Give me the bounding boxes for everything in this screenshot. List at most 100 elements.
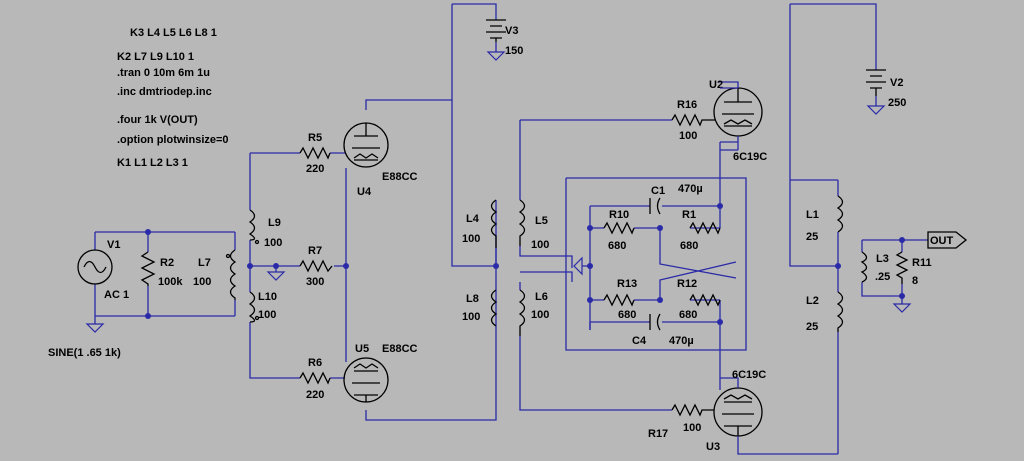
output-transformer: V2 250 L1 25 L2 25 OUT L3 .25 R11 8 bbox=[720, 3, 968, 454]
l6-value: 100 bbox=[531, 309, 549, 321]
v2-battery[interactable] bbox=[866, 69, 886, 96]
l2-value: 25 bbox=[806, 321, 818, 333]
l3-inductor[interactable] bbox=[860, 251, 868, 283]
v1-sine: SINE(1 .65 1k) bbox=[48, 347, 121, 359]
ground-icon bbox=[85, 323, 105, 333]
r7-label: R7 bbox=[308, 245, 322, 257]
r11-label: R11 bbox=[912, 257, 932, 269]
l9-inductor[interactable] bbox=[248, 209, 256, 241]
v2-value: 250 bbox=[888, 97, 906, 109]
c1-label: C1 bbox=[651, 185, 665, 197]
out-label: OUT bbox=[930, 235, 954, 247]
l3-label: L3 bbox=[876, 253, 889, 265]
l9-value: 100 bbox=[264, 237, 282, 249]
l8-inductor[interactable] bbox=[490, 289, 498, 327]
c1-capacitor[interactable] bbox=[649, 197, 661, 215]
r6-label: R6 bbox=[308, 357, 322, 369]
v2-label: V2 bbox=[890, 77, 903, 89]
l1-inductor[interactable] bbox=[836, 195, 844, 233]
r10-label: R10 bbox=[609, 209, 629, 221]
phase-splitter: L9 100 L10 100 R5 220 R7 300 R6 220 bbox=[247, 132, 349, 401]
u4-model: E88CC bbox=[382, 171, 418, 183]
spice-directives: K3 L4 L5 L6 L8 1 K2 L7 L9 L10 1 .tran 0 … bbox=[117, 27, 229, 169]
r7-resistor[interactable] bbox=[299, 259, 333, 273]
v3-label: V3 bbox=[505, 25, 518, 37]
directive-four[interactable]: .four 1k V(OUT) bbox=[117, 114, 198, 126]
u2-label: U2 bbox=[709, 79, 723, 91]
r1-value: 680 bbox=[680, 240, 698, 252]
l9-label: L9 bbox=[268, 217, 281, 229]
v3-battery[interactable] bbox=[486, 19, 506, 42]
r5-resistor[interactable] bbox=[299, 146, 331, 160]
u5-label: U5 bbox=[355, 343, 369, 355]
r16-value: 100 bbox=[679, 130, 697, 142]
output-tubes: R16 100 R17 100 U2 6C19C 6C19C U3 bbox=[648, 79, 838, 455]
driver-tubes: U4 E88CC U5 E88CC bbox=[343, 4, 497, 421]
v1-source-symbol[interactable] bbox=[77, 249, 113, 285]
r2-value: 100k bbox=[158, 276, 183, 288]
r5-value: 220 bbox=[306, 163, 324, 175]
l3-value: .25 bbox=[875, 271, 890, 283]
l10-value: 100 bbox=[258, 309, 276, 321]
ground-icon bbox=[486, 51, 506, 61]
r12-resistor[interactable] bbox=[689, 293, 721, 307]
r11-resistor[interactable] bbox=[895, 251, 909, 284]
c4-capacitor[interactable] bbox=[649, 313, 661, 331]
directive-option[interactable]: .option plotwinsize=0 bbox=[117, 134, 229, 146]
u3-label: U3 bbox=[706, 441, 720, 453]
r6-resistor[interactable] bbox=[299, 371, 331, 385]
v3-supply: V3 150 bbox=[452, 3, 523, 61]
l7-label: L7 bbox=[198, 257, 211, 269]
directive-k3[interactable]: K3 L4 L5 L6 L8 1 bbox=[130, 27, 217, 39]
c1-value: 470µ bbox=[678, 183, 703, 195]
directive-k2[interactable]: K2 L7 L9 L10 1 bbox=[117, 51, 194, 63]
r2-label: R2 bbox=[160, 257, 174, 269]
r1-label: R1 bbox=[682, 209, 696, 221]
interstage-transformers: L4 100 L5 100 L8 100 L6 100 bbox=[451, 100, 672, 411]
l4-value: 100 bbox=[462, 233, 480, 245]
ground-icon bbox=[866, 105, 886, 115]
l10-label: L10 bbox=[258, 291, 277, 303]
ground-icon bbox=[892, 303, 912, 313]
l5-label: L5 bbox=[535, 215, 548, 227]
r13-resistor[interactable] bbox=[603, 293, 635, 307]
c4-value: 470µ bbox=[669, 335, 694, 347]
r11-value: 8 bbox=[912, 275, 918, 287]
l6-inductor[interactable] bbox=[518, 289, 526, 336]
l7-value: 100 bbox=[193, 276, 211, 288]
l8-label: L8 bbox=[466, 293, 479, 305]
directive-tran[interactable]: .tran 0 10m 6m 1u bbox=[117, 67, 210, 79]
l5-inductor[interactable] bbox=[518, 199, 526, 246]
l1-label: L1 bbox=[806, 209, 819, 221]
v1-label: V1 bbox=[107, 239, 120, 251]
u3-model: 6C19C bbox=[732, 369, 766, 381]
l7-inductor[interactable] bbox=[229, 249, 237, 300]
r5-label: R5 bbox=[308, 132, 322, 144]
l1-value: 25 bbox=[806, 231, 818, 243]
r12-label: R12 bbox=[677, 278, 697, 290]
r17-label: R17 bbox=[648, 428, 668, 440]
l4-inductor[interactable] bbox=[490, 199, 498, 248]
l2-inductor[interactable] bbox=[836, 291, 844, 332]
ground-icon bbox=[266, 271, 286, 281]
u2-model: 6C19C bbox=[733, 151, 767, 163]
directive-k1[interactable]: K1 L1 L2 L3 1 bbox=[117, 157, 188, 169]
r16-label: R16 bbox=[677, 99, 697, 111]
cathode-network: C1 470µ R10 680 R1 680 R13 680 R12 680 C… bbox=[565, 142, 747, 390]
out-net-flag[interactable] bbox=[927, 231, 968, 249]
directive-inc[interactable]: .inc dmtriodep.inc bbox=[117, 86, 212, 98]
r12-value: 680 bbox=[679, 309, 697, 321]
r17-resistor[interactable] bbox=[671, 403, 718, 417]
l10-inductor[interactable] bbox=[248, 291, 256, 323]
v1-value: AC 1 bbox=[104, 289, 129, 301]
r2-resistor[interactable] bbox=[140, 251, 156, 286]
r13-label: R13 bbox=[617, 278, 637, 290]
u5-model: E88CC bbox=[382, 343, 418, 355]
r1-resistor[interactable] bbox=[689, 221, 721, 235]
r10-resistor[interactable] bbox=[603, 221, 635, 235]
l6-label: L6 bbox=[535, 291, 548, 303]
l5-value: 100 bbox=[531, 239, 549, 251]
r7-value: 300 bbox=[306, 276, 324, 288]
r16-resistor[interactable] bbox=[671, 113, 718, 127]
